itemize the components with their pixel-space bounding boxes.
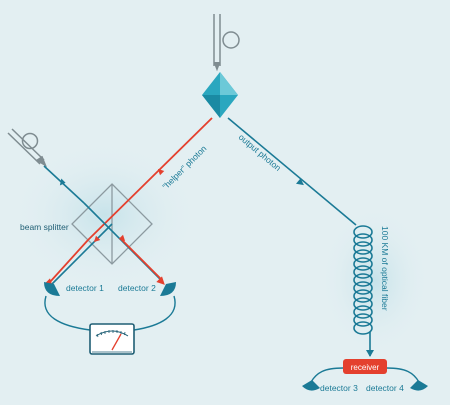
- meter-wire-left: [44, 295, 91, 331]
- helper-photon-beam: [87, 117, 213, 241]
- splitter-beam-left: [51, 223, 113, 285]
- fiber-label: 100 KM of optical fiber: [380, 226, 390, 311]
- output-photon-arrow: [296, 178, 304, 186]
- beam-splitter-label: beam splitter: [20, 222, 69, 232]
- red-arrow-detector-2: [156, 276, 165, 285]
- red-arrow-mid-right: [118, 234, 126, 242]
- top-photon-source: [213, 14, 240, 72]
- red-beam-detector-1: [49, 239, 89, 283]
- red-arrow-mid-left: [93, 235, 101, 243]
- coincidence-meter: [89, 323, 135, 355]
- receiver-wire-right: [386, 367, 421, 385]
- detector-4-label: detector 4: [366, 383, 404, 393]
- fiber-arrow: [366, 350, 374, 357]
- right-glow: [320, 205, 430, 355]
- optical-fiber-coil: [353, 225, 373, 356]
- detector-2-icon: [160, 282, 176, 296]
- left-input-arrow: [59, 178, 66, 186]
- detector-4-icon: [410, 380, 428, 391]
- detector-3-label: detector 3: [320, 383, 358, 393]
- crystal: [202, 72, 238, 118]
- detector-1-icon: [44, 282, 60, 296]
- detector-3-icon: [302, 380, 320, 391]
- left-photon-source: [7, 128, 48, 168]
- detector-2-label: detector 2: [118, 283, 156, 293]
- red-beam-detector-2: [119, 237, 163, 281]
- receiver-label: receiver: [351, 363, 380, 372]
- detector-1-label: detector 1: [66, 283, 104, 293]
- receiver-box: [343, 359, 387, 374]
- left-input-beam: [43, 165, 85, 204]
- output-photon-label: output photon: [237, 132, 283, 173]
- output-photon-beam: [227, 117, 357, 226]
- meter-wire-right: [133, 295, 176, 331]
- receiver-wire-left: [309, 367, 344, 385]
